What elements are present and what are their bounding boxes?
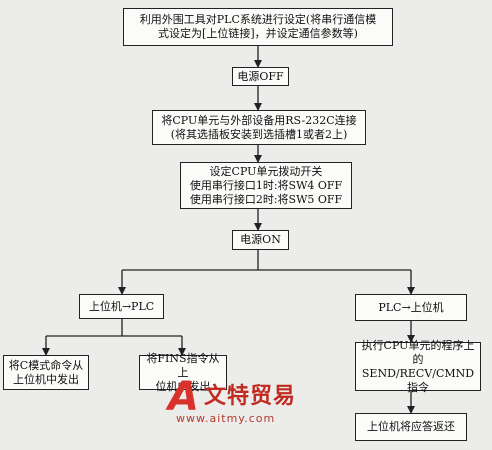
step-setup-plc: 利用外围工具对PLC系统进行设定(将串行通信模 式设定为[上位链接]，并设定通信… bbox=[123, 8, 393, 46]
step-fins-command: 将FINS指令从上 位机中发出 bbox=[139, 351, 227, 393]
step-connect-line2: (将其选插板安装到选插槽1或者2上) bbox=[170, 127, 348, 141]
fins-line2: 位机中发出 bbox=[155, 379, 211, 393]
step-power-on: 电源ON bbox=[232, 230, 289, 250]
execute-line1: 执行CPU单元的程序上 bbox=[361, 338, 475, 352]
c-mode-line2: 上位机中发出 bbox=[12, 372, 79, 386]
watermark-title: 文特贸易 bbox=[204, 383, 297, 409]
step-connect-line1: 将CPU单元与外部设备用RS-232C连接 bbox=[161, 113, 357, 127]
fins-line1: 将FINS指令从上 bbox=[146, 351, 220, 379]
step-dip-switch: 设定CPU单元拨动开关 使用串行接口1时:将SW4 OFF 使用串行接口2时:将… bbox=[180, 162, 352, 209]
branch-plc-to-host: PLC→上位机 bbox=[355, 294, 467, 321]
watermark-logo-letter: A bbox=[168, 374, 199, 420]
step-power-off: 电源OFF bbox=[232, 67, 289, 86]
step-dip-line3: 使用串行接口2时:将SW5 OFF bbox=[189, 192, 343, 206]
step-host-reply: 上位机将应答返还 bbox=[355, 413, 467, 441]
step-dip-line2: 使用串行接口1时:将SW4 OFF bbox=[189, 178, 343, 192]
step-c-mode-command: 将C模式命令从 上位机中发出 bbox=[3, 355, 89, 390]
step-setup-line2: 式设定为[上位链接]，并设定通信参数等) bbox=[158, 27, 358, 40]
execute-line3: 指令 bbox=[407, 380, 429, 394]
watermark-url: www.aitmy.com bbox=[176, 412, 276, 425]
step-connect-rs232c: 将CPU单元与外部设备用RS-232C连接 (将其选插板安装到选插槽1或者2上) bbox=[152, 110, 366, 145]
step-dip-line1: 设定CPU单元拨动开关 bbox=[209, 164, 323, 178]
execute-line2: 的SEND/RECV/CMND bbox=[361, 352, 475, 380]
step-setup-line1: 利用外围工具对PLC系统进行设定(将串行通信模 bbox=[139, 13, 377, 26]
c-mode-line1: 将C模式命令从 bbox=[8, 358, 84, 372]
step-execute-send-recv: 执行CPU单元的程序上 的SEND/RECV/CMND 指令 bbox=[355, 338, 481, 394]
branch-host-to-plc: 上位机→PLC bbox=[79, 294, 164, 319]
